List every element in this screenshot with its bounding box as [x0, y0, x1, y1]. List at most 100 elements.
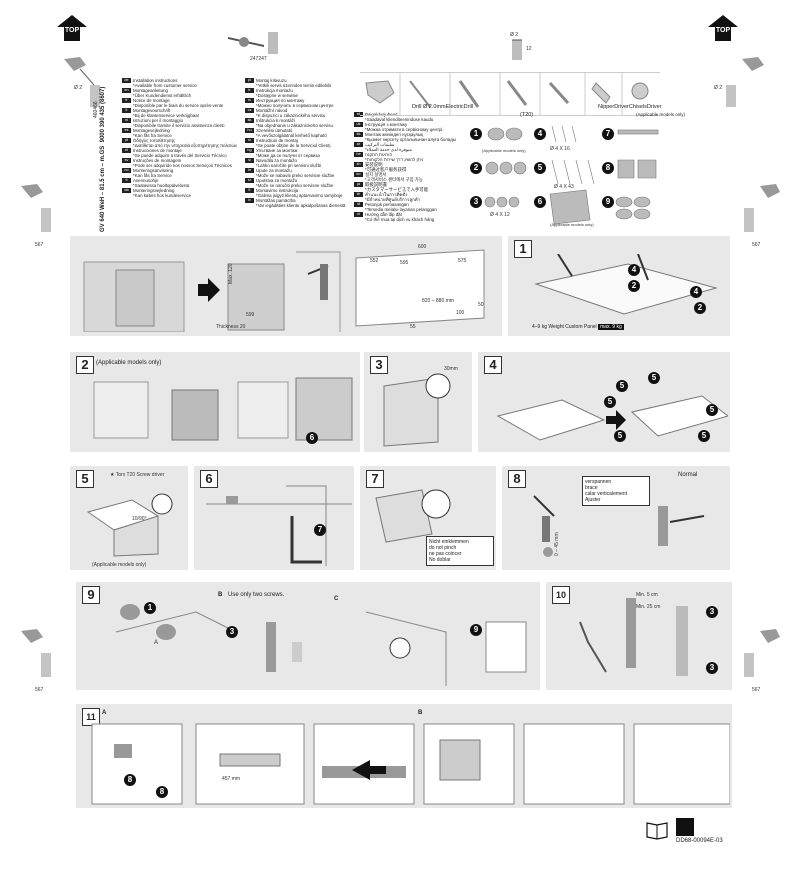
- step-2-badge: 6: [306, 432, 318, 444]
- language-title: 取扱説明書: [365, 182, 387, 187]
- language-title: Monteringsanvisning: [133, 168, 174, 173]
- step-7-warn-4: No doblar: [429, 557, 451, 563]
- language-title: Szerelési útmutató: [256, 128, 293, 133]
- language-title: Hướng dẫn lắp đặt: [365, 212, 402, 217]
- dim-d2: Ø 2: [74, 85, 83, 91]
- step-8-adjust-2: brace: [585, 485, 598, 491]
- language-text: Montāžas pamācība*Var iegādāties klientu…: [256, 198, 346, 209]
- drill-hint-left-mid: 567: [15, 180, 65, 250]
- language-text: Montageanleitung*Über Kundendienst erhäl…: [133, 88, 191, 99]
- language-text: Інструкція з монтажу*Можна отримати в се…: [365, 122, 442, 133]
- language-tag: ro: [245, 138, 254, 144]
- language-tag: ko: [354, 172, 363, 178]
- language-title: Installation instructions: [133, 78, 178, 83]
- tool-drill-text: Drill Ø 2.0mm: [412, 104, 446, 110]
- part-4-badge: 4: [534, 128, 546, 140]
- language-note: *K dispozici u zákaznického servisu: [256, 113, 326, 119]
- part-9-badge: 9: [602, 196, 614, 208]
- step-8-adjust-box: verspannen brace calar verticalement Aju…: [582, 476, 650, 506]
- dim-d2: Ø 2: [714, 85, 723, 91]
- language-note: *Saatavissa huoltopalvelusta: [133, 183, 190, 189]
- step-8-adjust-1: verspannen: [585, 479, 612, 485]
- drill-hint-right-top: Ø 2: [712, 55, 767, 115]
- language-title: คำแนะนำในการติดตั้ง: [365, 192, 408, 197]
- language-text: Uputstva za montažu*Može se naručiti pre…: [256, 178, 333, 189]
- drill-hint-right-low: 567: [732, 625, 782, 695]
- step-1-badge-b: 2: [628, 280, 640, 292]
- language-note: *可通过客户服务获得: [365, 167, 407, 173]
- language-text: Istruzioni per il montaggio*Disponibile …: [133, 118, 225, 129]
- step-1-badge-a: 4: [628, 264, 640, 276]
- step-overview-panel: Max. 120 599 Thickness 20 600 552 595 57…: [70, 236, 502, 336]
- step-1-number: 1: [514, 240, 532, 258]
- step-8-adjust-3: calar verticalement: [585, 491, 627, 497]
- language-note: *Tersedia melalui layanan pelanggan: [365, 207, 437, 213]
- language-text: Paigaldusjuhend*Saadaval klienditeenindu…: [365, 112, 433, 123]
- language-text: Οδηγίες τοποθέτησης*Διατίθεται από την υ…: [133, 138, 237, 149]
- vertical-title: GV 640 WeH – 81.5 cm – m.GS 9000 390 435…: [100, 72, 106, 232]
- part-5-spec: Ø 4 X 43: [554, 184, 574, 190]
- language-tag: es: [122, 128, 131, 134]
- language-note: *Galima įsigyti klientų aptarnavimo tarn…: [256, 193, 343, 199]
- language-text: Installation instructions*Available from…: [133, 78, 197, 89]
- step-9-badge-1: 1: [144, 602, 156, 614]
- language-tag: uk: [354, 122, 363, 128]
- language-title: 설치 설명서: [365, 172, 387, 177]
- drill-hint-left-top: Ø 2: [60, 55, 115, 115]
- step-7-panel: 7 Nicht einklemmen do not pinch ne pas c…: [360, 466, 496, 570]
- language-note: *Može se nabaviti preko servisne službe: [256, 173, 335, 179]
- language-title: تعليمات التركيب: [365, 142, 395, 147]
- step-11-number: 11: [82, 708, 100, 726]
- part-6-note: (Applicable models only): [550, 222, 594, 227]
- language-tag: sr: [245, 178, 254, 184]
- language-text: Инструкция по монтажу*Можно получить в с…: [256, 98, 334, 109]
- dim-d2: Ø 2: [510, 32, 519, 38]
- step-1-panel: 1 4 2 4 2 4–9 kg Weight Custom Panel max…: [508, 236, 730, 336]
- step-9-sub-a: A: [154, 640, 159, 646]
- step-9-badge-9: 9: [470, 624, 482, 636]
- step-6-badge: 7: [314, 524, 326, 536]
- step-3-panel: 3 30mm: [364, 352, 472, 452]
- step-7-warn-2: do not pinch: [429, 545, 457, 551]
- book-icon: [646, 820, 668, 840]
- screw-hint-top-center: 247247: [227, 28, 288, 68]
- language-title: Інструкція з монтажу: [365, 122, 408, 127]
- language-text: Montagevejledning*Kan fås fra Service: [133, 128, 172, 139]
- language-tag: kk: [354, 132, 363, 138]
- language-tag: lv: [245, 198, 254, 204]
- language-text: הוראות התקנה*ניתן להשיג דרך שירות הלקוחו…: [365, 152, 423, 163]
- language-note: *カスタマーサービスで入手可能: [365, 187, 429, 193]
- step0-dim-55: 55: [410, 324, 416, 330]
- language-text: Instrucțiuni de montaj*Se poate obține d…: [256, 138, 330, 149]
- screw-hint-top-right: Ø 2 12: [508, 30, 548, 70]
- language-title: Paigaldusjuhend: [365, 112, 398, 117]
- language-note: *Može se naručiti preko servisne službe: [256, 183, 334, 189]
- language-title: Montaj kılavuzu: [256, 78, 287, 83]
- step-3-dim: 30mm: [444, 366, 458, 372]
- language-tag: bg: [245, 148, 254, 154]
- language-tag: hr: [245, 168, 254, 174]
- step-7-number: 7: [366, 470, 384, 488]
- language-text: Inštrukcia k montáži*Na objednanie u zák…: [256, 118, 333, 129]
- language-note: *Може да се получи от сервиза: [256, 153, 320, 159]
- language-note: *Available from customer service: [133, 83, 197, 89]
- part-7-badge: 7: [602, 128, 614, 140]
- part-5-badge: 5: [534, 162, 546, 174]
- step-6-number: 6: [200, 470, 218, 488]
- step-4-badge-4: 5: [706, 404, 718, 416]
- tools-strip: [360, 72, 660, 116]
- step-2-note: (Applicable models only): [96, 360, 162, 366]
- language-note: *Можно получить в сервисном центре: [256, 103, 334, 109]
